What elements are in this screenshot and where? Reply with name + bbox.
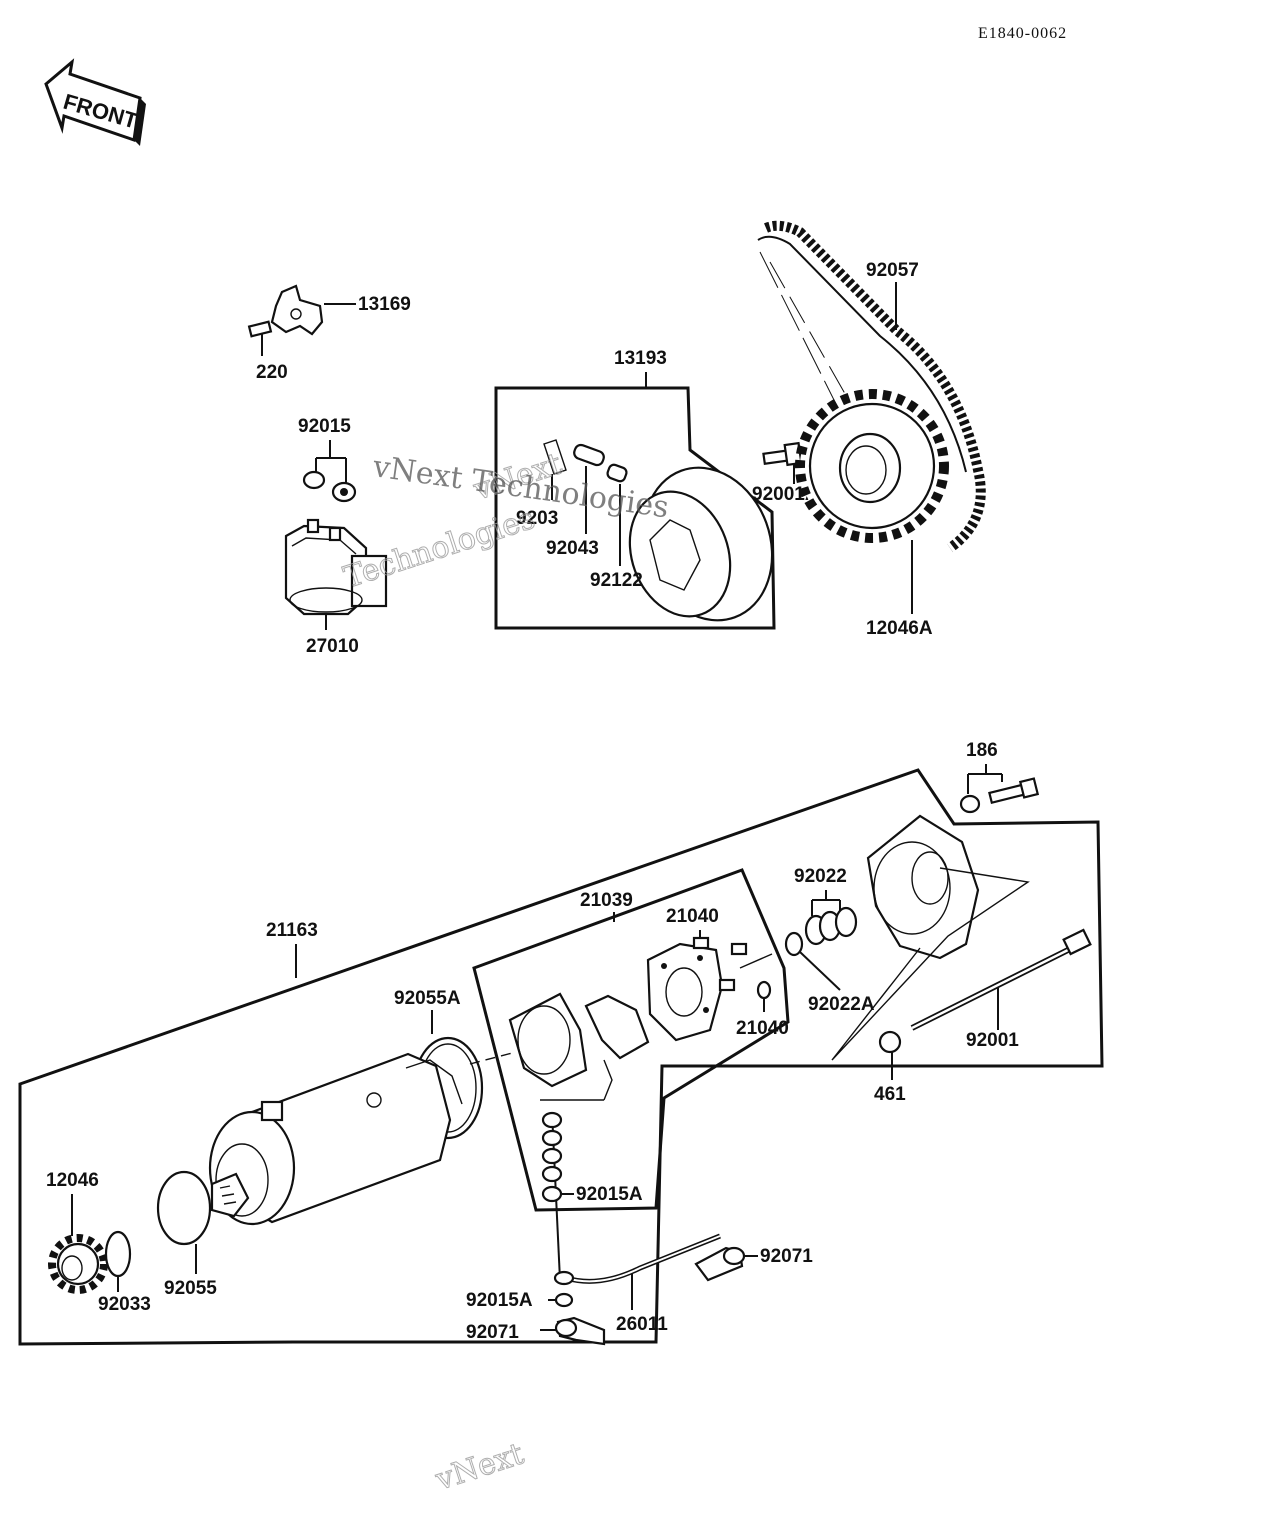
- terminal-92071-right: [694, 1246, 758, 1282]
- label-92071-upper: 92071: [760, 1246, 813, 1267]
- label-92015A-lower: 92015A: [466, 1290, 533, 1311]
- front-arrow-icon: FRONT: [44, 58, 146, 146]
- bracket-13169: [247, 284, 356, 356]
- starter-relay-27010: [284, 518, 388, 630]
- label-92055A: 92055A: [394, 988, 461, 1009]
- washer-stack-92015A: [541, 1111, 574, 1281]
- label-26011: 26011: [616, 1314, 668, 1335]
- cable-26011: [553, 1233, 721, 1310]
- circlip-92033: [104, 1230, 132, 1278]
- label-92001: 92001: [966, 1030, 1019, 1051]
- oring-92055: [156, 1170, 212, 1246]
- chain-92057: [757, 220, 986, 553]
- bolt-186: [959, 777, 1040, 814]
- label-92033: 92033: [98, 1294, 151, 1315]
- label-220: 220: [256, 362, 288, 383]
- label-21039: 21039: [580, 890, 633, 911]
- label-92071-lower: 92071: [466, 1322, 519, 1343]
- washer-92015A-lower: [554, 1292, 574, 1308]
- nut-461: [878, 1030, 902, 1054]
- starter-clutch-13193: [543, 439, 774, 622]
- label-92057: 92057: [866, 260, 919, 281]
- label-92043: 92043: [546, 538, 599, 559]
- label-13169: 13169: [358, 294, 411, 315]
- label-92022: 92022: [794, 866, 847, 887]
- brush-plate: [646, 936, 773, 1042]
- label-9203: 9203: [516, 508, 558, 529]
- starter-motor-21163: [208, 1051, 517, 1226]
- bolt-92001A: [762, 441, 803, 484]
- nut-92015: [302, 470, 357, 503]
- terminal-92071-left: [540, 1316, 606, 1346]
- sprocket-12046A: [795, 389, 949, 614]
- watermark-line2: Technologies: [340, 501, 540, 596]
- end-cover: [831, 814, 1030, 1061]
- label-27010: 27010: [306, 636, 359, 657]
- brush-holder-21039: 21039: [508, 890, 650, 1101]
- label-92122: 92122: [590, 570, 643, 591]
- label-21163: 21163: [266, 920, 318, 941]
- label-12046: 12046: [46, 1170, 99, 1191]
- label-21040-top: 21040: [666, 906, 719, 927]
- label-12046A: 12046A: [866, 618, 933, 639]
- label-92022A: 92022A: [808, 994, 875, 1015]
- label-13193: 13193: [614, 348, 667, 369]
- label-92055: 92055: [164, 1278, 217, 1299]
- washers-92022: [784, 906, 858, 991]
- pinion-gear-12046: [48, 1234, 108, 1294]
- diagram-code: E1840-0062: [978, 25, 1067, 42]
- label-21040-bottom: 21040: [736, 1018, 789, 1039]
- label-92015: 92015: [298, 416, 351, 437]
- label-92015A-upper: 92015A: [576, 1184, 643, 1205]
- through-bolt-92001: [910, 928, 1092, 1031]
- label-186: 186: [966, 740, 998, 761]
- watermark-bottom: vNext: [431, 1437, 528, 1498]
- label-461: 461: [874, 1084, 906, 1105]
